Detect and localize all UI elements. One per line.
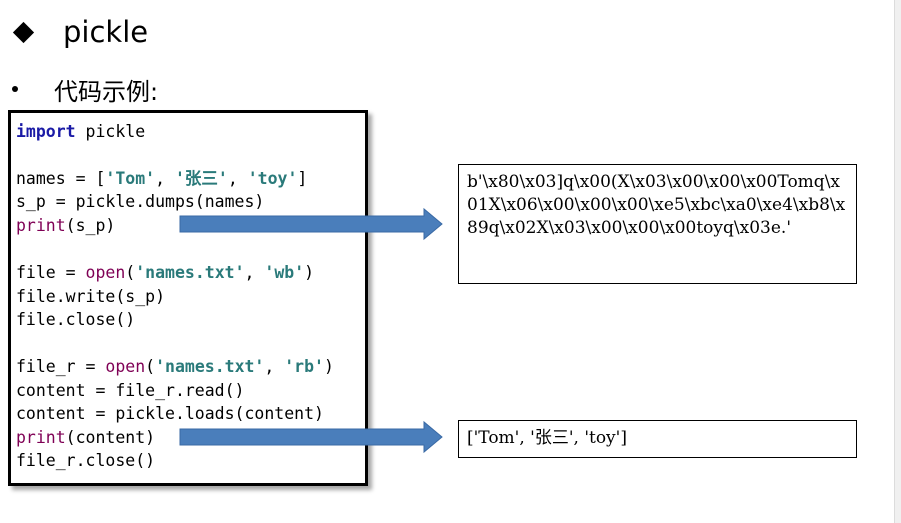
scrollbar-strip[interactable] [894,0,901,523]
code-line-8: file.write(s_p) [16,287,166,306]
code-text: (s_p) [65,216,116,235]
code-text: , [264,357,285,376]
code-text: ] [297,169,308,188]
code-line-4: s_p = pickle.dumps(names) [16,192,265,211]
code-string: '张三' [174,169,228,188]
code-text: , [155,169,175,188]
code-text: (content) [65,428,156,447]
code-string: 'Tom' [105,169,156,188]
bytes-output-box: b'\x80\x03]q\x00(X\x03\x00\x00\x00Tomq\x… [458,164,857,284]
code-line-13: content = pickle.loads(content) [16,404,324,423]
code-text: , [227,169,248,188]
code-line-11: file_r = open('names.txt', 'rb') [16,357,334,377]
code-text: ( [125,263,136,282]
code-line-12: content = file_r.read() [16,381,245,400]
code-text: ( [145,357,156,376]
right-arrow-icon [179,420,443,454]
code-string: 'names.txt' [135,263,245,282]
code-line-3: names = ['Tom', '张三', 'toy'] [16,169,307,189]
code-builtin: open [85,263,126,282]
code-builtin: print [16,216,66,235]
code-text: ) [304,263,315,282]
code-builtin: open [105,357,146,376]
code-block: import pickle names = ['Tom', '张三', 'toy… [8,110,368,486]
code-string: 'rb' [284,357,324,376]
heading-title: pickle [63,15,149,49]
code-text: ) [324,357,334,376]
code-text: names = [ [16,169,106,188]
code-text: file = [16,263,86,282]
code-line-5: print(s_p) [16,216,115,236]
right-arrow-icon [179,207,443,241]
code-string: 'toy' [247,169,298,188]
code-text: , [244,263,265,282]
code-line-15: file_r.close() [16,451,156,470]
code-text: pickle [75,122,146,141]
dot-bullet-icon [12,86,18,92]
list-output-box: ['Tom', '张三', 'toy'] [458,420,857,458]
code-string: 'names.txt' [155,357,265,376]
code-builtin: print [16,428,66,447]
code-keyword: import [16,122,76,141]
slide-subheading: 代码示例: [10,70,158,108]
code-text: file_r = [16,357,106,376]
code-line-9: file.close() [16,310,136,329]
code-line-14: print(content) [16,428,155,448]
slide-heading: pickle [12,12,148,52]
code-line-7: file = open('names.txt', 'wb') [16,263,314,283]
subheading-label: 代码示例: [54,77,159,106]
code-line-1: import pickle [16,122,145,142]
code-string: 'wb' [264,263,305,282]
